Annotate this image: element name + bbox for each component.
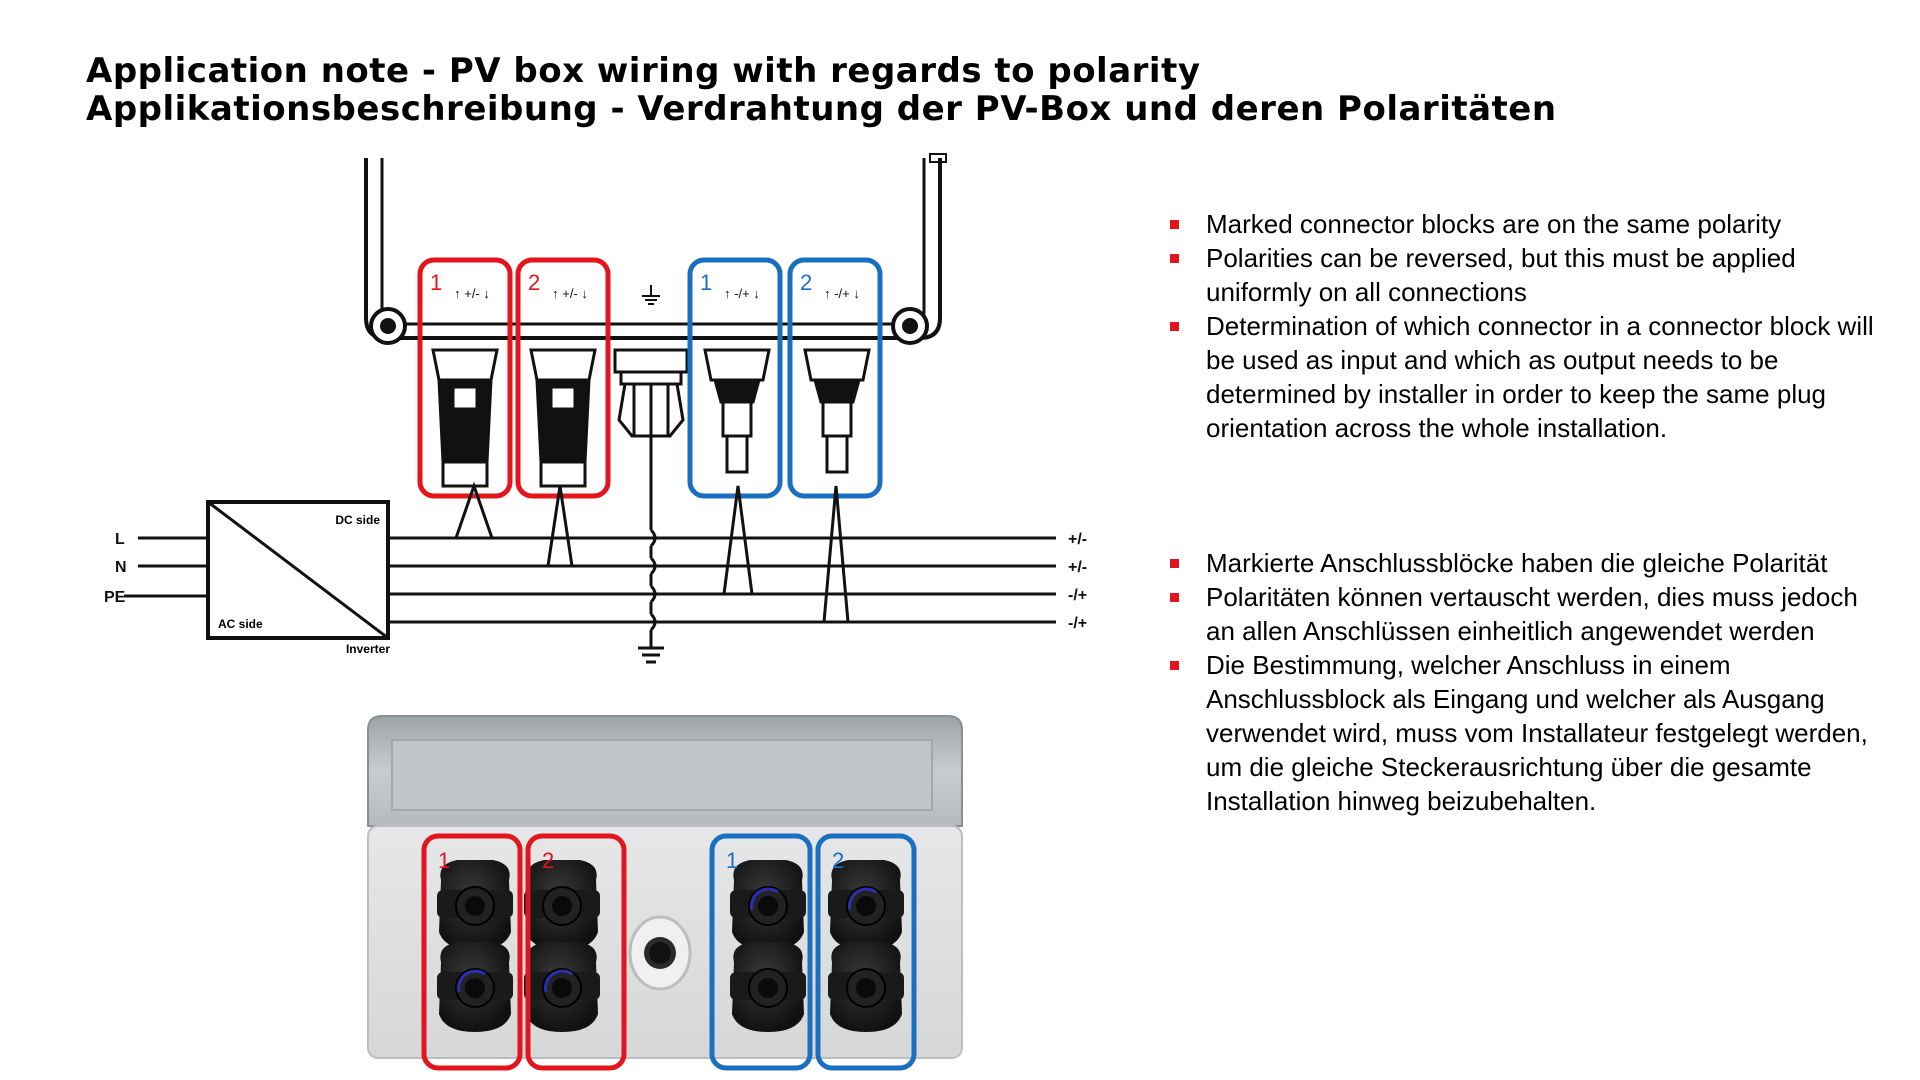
list-item: Determination of which connector in a co… [1170, 309, 1880, 445]
connector-group-photo-2: 2 [525, 833, 627, 1071]
group-number: 1 [726, 848, 738, 873]
photo-connector-icon [730, 860, 806, 950]
list-item: Markierte Anschlussblöcke haben die glei… [1170, 546, 1880, 580]
screw-right-icon [891, 307, 929, 345]
ground-symbol-top-icon [642, 285, 660, 305]
photo-connector-icon [730, 942, 806, 1032]
notes-english-list: Marked connector blocks are on the same … [1170, 207, 1880, 445]
dc-output-label-4: -/+ [1068, 615, 1087, 632]
connector-group-top-3: 1 ↑ -/+ ↓ [687, 257, 783, 499]
polarity-label: ↑ -/+ ↓ [824, 286, 860, 301]
dc-output-label-2: +/- [1068, 559, 1087, 576]
ground-symbol-bottom-icon [638, 646, 664, 664]
photo-connector-icon [828, 860, 904, 950]
list-item: Polarities can be reversed, but this mus… [1170, 241, 1880, 309]
ac-lines [124, 536, 208, 598]
polarity-label: ↑ -/+ ↓ [724, 286, 760, 301]
dc-output-label-1: +/- [1068, 531, 1087, 548]
ac-line-label-pe: PE [104, 589, 126, 606]
group-number: 2 [800, 270, 812, 295]
title-german: Applikationsbeschreibung - Verdrahtung d… [86, 89, 1557, 129]
list-item: Die Bestimmung, welcher Anschluss in ein… [1170, 648, 1880, 818]
inverter-label: Inverter [346, 642, 390, 656]
photo-connector-icon [828, 942, 904, 1032]
inverter-dc-side-label: DC side [335, 513, 380, 527]
notes-german-list: Markierte Anschlussblöcke haben die glei… [1170, 546, 1880, 818]
ac-line-label-n: N [115, 559, 127, 576]
polarity-label: ↑ +/- ↓ [552, 286, 588, 301]
mc4-connector-female-icon [431, 348, 499, 488]
dc-output-label-3: -/+ [1068, 587, 1087, 604]
mc4-connector-male-icon [803, 348, 871, 474]
list-item: Marked connector blocks are on the same … [1170, 207, 1880, 241]
cable-gland-icon [613, 348, 689, 438]
connector-group-photo-4: 2 [815, 833, 917, 1071]
polarity-label: ↑ +/- ↓ [454, 286, 490, 301]
inverter-ac-side-label: AC side [218, 617, 263, 631]
group-number: 1 [438, 848, 450, 873]
connector-group-photo-1: 1 [421, 833, 523, 1071]
group-number: 1 [430, 270, 442, 295]
group-number: 2 [542, 848, 554, 873]
enclosure-outline [364, 153, 947, 340]
photo-connector-icon [524, 860, 600, 950]
mc4-connector-female-icon [529, 348, 597, 488]
photo-connector-icon [437, 860, 513, 950]
inverter-block: DC side AC side Inverter [206, 500, 390, 656]
dc-lines [388, 436, 1056, 648]
photo-cable-gland-icon [628, 915, 692, 991]
screw-left-icon [369, 307, 407, 345]
page-title: Application note - PV box wiring with re… [86, 52, 1557, 128]
title-english: Application note - PV box wiring with re… [86, 51, 1201, 91]
group-number: 1 [700, 270, 712, 295]
ac-line-label-l: L [115, 531, 125, 548]
connector-group-top-1: 1 ↑ +/- ↓ [417, 257, 513, 499]
list-item: Polaritäten können vertauscht werden, di… [1170, 580, 1880, 648]
pv-box-photo: 1 2 1 2 [367, 715, 963, 1071]
photo-connector-icon [524, 942, 600, 1032]
group-number: 2 [832, 848, 844, 873]
mc4-connector-male-icon [703, 348, 771, 474]
group-number: 2 [528, 270, 540, 295]
photo-connector-icon [437, 942, 513, 1032]
connector-group-photo-3: 1 [709, 833, 813, 1071]
